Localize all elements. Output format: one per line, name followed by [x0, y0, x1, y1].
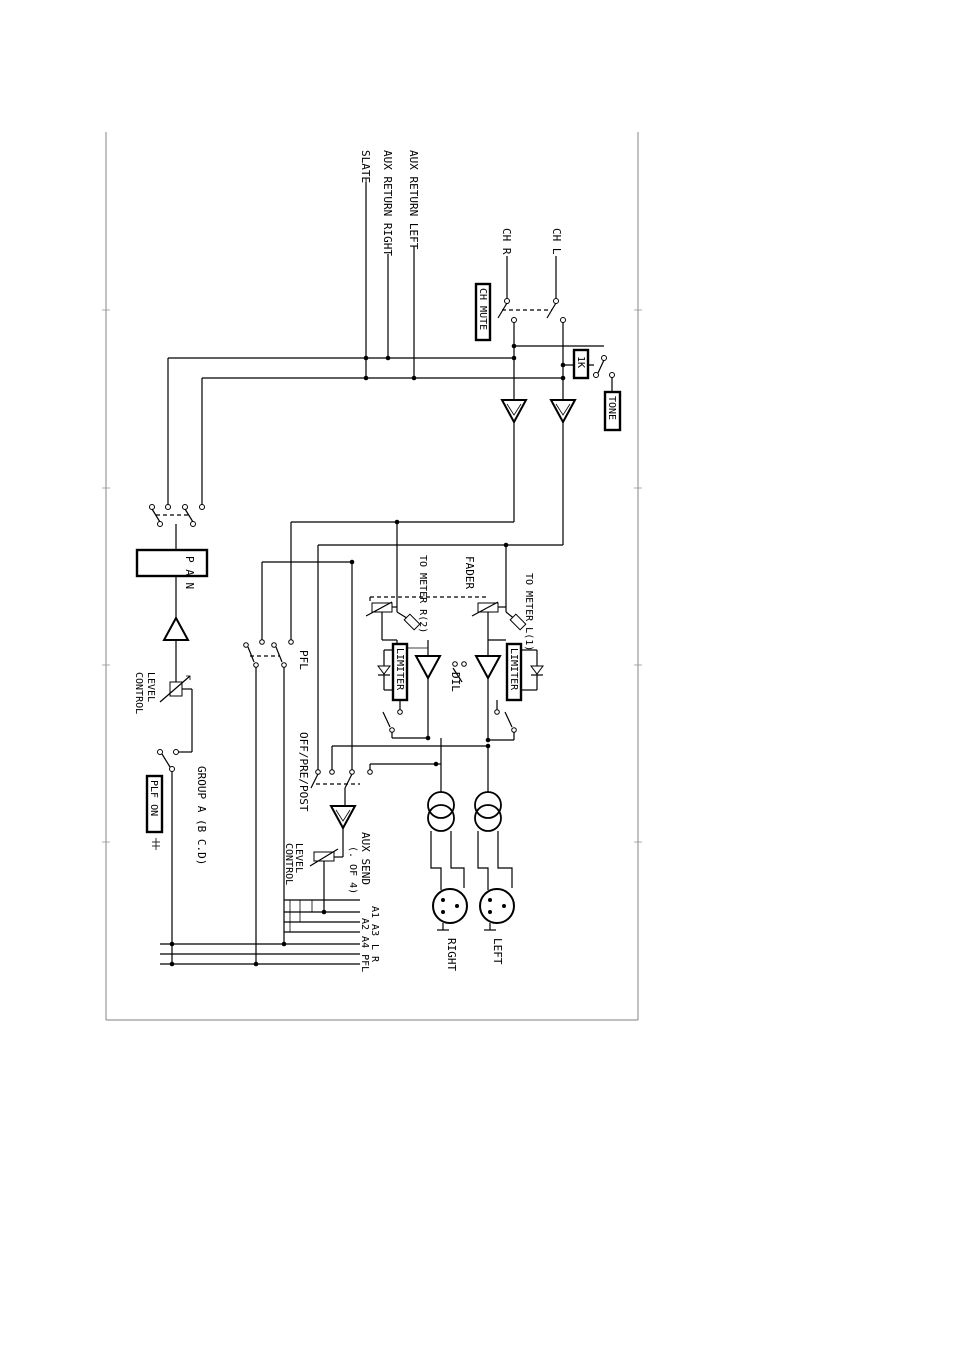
- ch-r-label: CH R: [500, 228, 513, 255]
- ch-mute-box: CH MUTE: [476, 284, 490, 340]
- level-control-label-1: LEVEL: [145, 672, 156, 702]
- plf-on-box: PLF ON: [147, 776, 162, 850]
- input-label-group: AUX RETURN LEFT AUX RETURN RIGHT SLATE C…: [359, 150, 563, 256]
- group-switch: GROUP A (B C.D): [158, 750, 209, 965]
- one-k-label: 1K: [575, 356, 586, 368]
- output-amplifiers: DIL: [397, 640, 500, 740]
- group-label: GROUP A (B C.D): [195, 766, 208, 865]
- ch-l-label: CH L: [550, 228, 563, 255]
- aux-level-control-label-2: CONTROL: [283, 843, 294, 885]
- left-fader: [472, 602, 526, 640]
- dil-label: DIL: [449, 672, 462, 692]
- pfl-label: PFL: [297, 650, 310, 670]
- aux-return-right-label: AUX RETURN RIGHT: [381, 150, 394, 256]
- aux-return-left-label: AUX RETURN LEFT: [407, 150, 420, 250]
- xlr-left: LEFT: [478, 831, 514, 965]
- input-amplifiers: [502, 400, 575, 545]
- to-meter-l-label: TO METER L(1): [523, 573, 534, 651]
- summing-buses: [168, 344, 565, 505]
- pan-switch: [150, 505, 205, 551]
- pan-box: P A N: [137, 550, 207, 589]
- output-transformers: [428, 738, 501, 831]
- level-control-pot: LEVEL CONTROL: [133, 672, 192, 752]
- tone-switch: 1K TONE: [514, 346, 620, 430]
- bus-a1-a3-label: A1 A3: [369, 906, 380, 936]
- pan-buffer: [164, 576, 188, 672]
- off-pre-post-label: OFF/PRE/POST: [297, 732, 310, 812]
- ch-mute-label: CH MUTE: [477, 288, 488, 330]
- tone-label: TONE: [606, 396, 617, 420]
- limiter-bypass-switches: [383, 700, 516, 740]
- bus-l-r-label: L R: [369, 944, 380, 963]
- xlr-right: RIGHT: [431, 831, 467, 971]
- limiter-r: LIMITER: [378, 644, 407, 700]
- limiter-r-label: LIMITER: [394, 648, 405, 691]
- aux-send-label-2: (. OF 4): [347, 846, 358, 894]
- limiter-l-label: LIMITER: [508, 648, 519, 691]
- limiter-l: LIMITER: [507, 644, 543, 700]
- bus-a2-a4-pfl-label: A2 A4 PFL: [359, 918, 370, 972]
- right-label: RIGHT: [445, 938, 458, 971]
- fader-label: FADER: [463, 556, 476, 589]
- aux-level-pot: LEVEL CONTROL: [283, 840, 343, 912]
- to-meter-r-label: TO METER R(2): [417, 555, 428, 633]
- aux-send-label-1: AUX SEND: [359, 832, 372, 885]
- slate-label: SLATE: [359, 150, 372, 183]
- right-fader: [366, 602, 420, 640]
- bottom-buses: A2 A4 PFL A1 A3 L R: [160, 900, 380, 972]
- level-control-label-2: CONTROL: [133, 672, 144, 714]
- pan-label: P A N: [183, 556, 196, 589]
- plf-on-label: PLF ON: [148, 780, 159, 816]
- ch-mute-switch: [498, 299, 566, 401]
- off-pre-post-switch: OFF/PRE/POST: [297, 732, 490, 812]
- left-label: LEFT: [491, 938, 504, 965]
